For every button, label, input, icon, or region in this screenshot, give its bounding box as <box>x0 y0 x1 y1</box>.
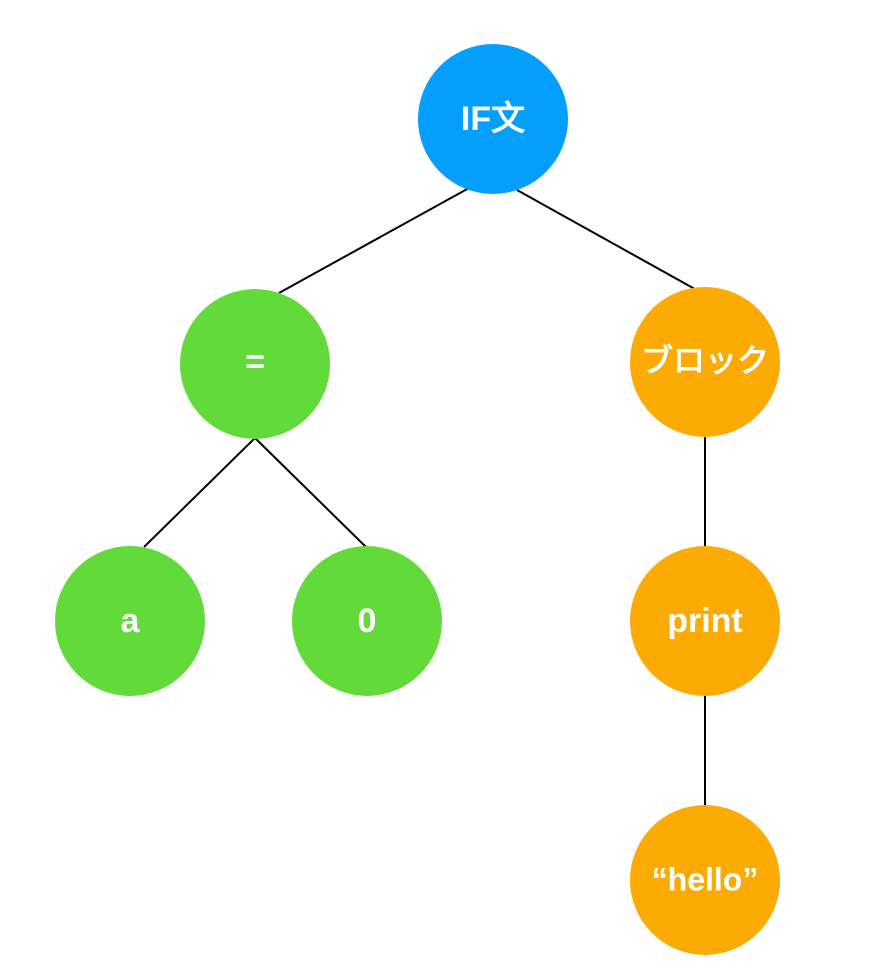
edge-equals-to-zero <box>254 437 367 548</box>
node-circle <box>630 287 780 437</box>
node-label: 0 <box>358 602 377 640</box>
edge-equals-to-a <box>143 437 256 548</box>
node-label: print <box>667 602 743 640</box>
node-circle <box>630 546 780 696</box>
node-block: ブロック <box>630 287 780 437</box>
tree-nodes: IF文 = ブロック a 0 print “hello” <box>55 44 780 955</box>
node-a: a <box>55 546 205 696</box>
tree-edges <box>143 187 706 806</box>
node-zero: 0 <box>292 546 442 696</box>
node-label: a <box>121 602 141 640</box>
node-if-statement: IF文 <box>418 44 568 194</box>
node-label: = <box>245 343 265 381</box>
node-label: “hello” <box>652 861 759 897</box>
node-circle <box>418 44 568 194</box>
node-print: print <box>630 546 780 696</box>
node-label: ブロック <box>641 342 769 378</box>
node-circle <box>55 546 205 696</box>
node-hello: “hello” <box>630 805 780 955</box>
node-circle <box>630 805 780 955</box>
edge-if-to-equals <box>278 187 470 294</box>
node-label: IF文 <box>461 100 525 138</box>
edge-if-to-block <box>516 189 703 294</box>
node-circle <box>292 546 442 696</box>
node-equals: = <box>180 289 330 439</box>
node-circle <box>180 289 330 439</box>
